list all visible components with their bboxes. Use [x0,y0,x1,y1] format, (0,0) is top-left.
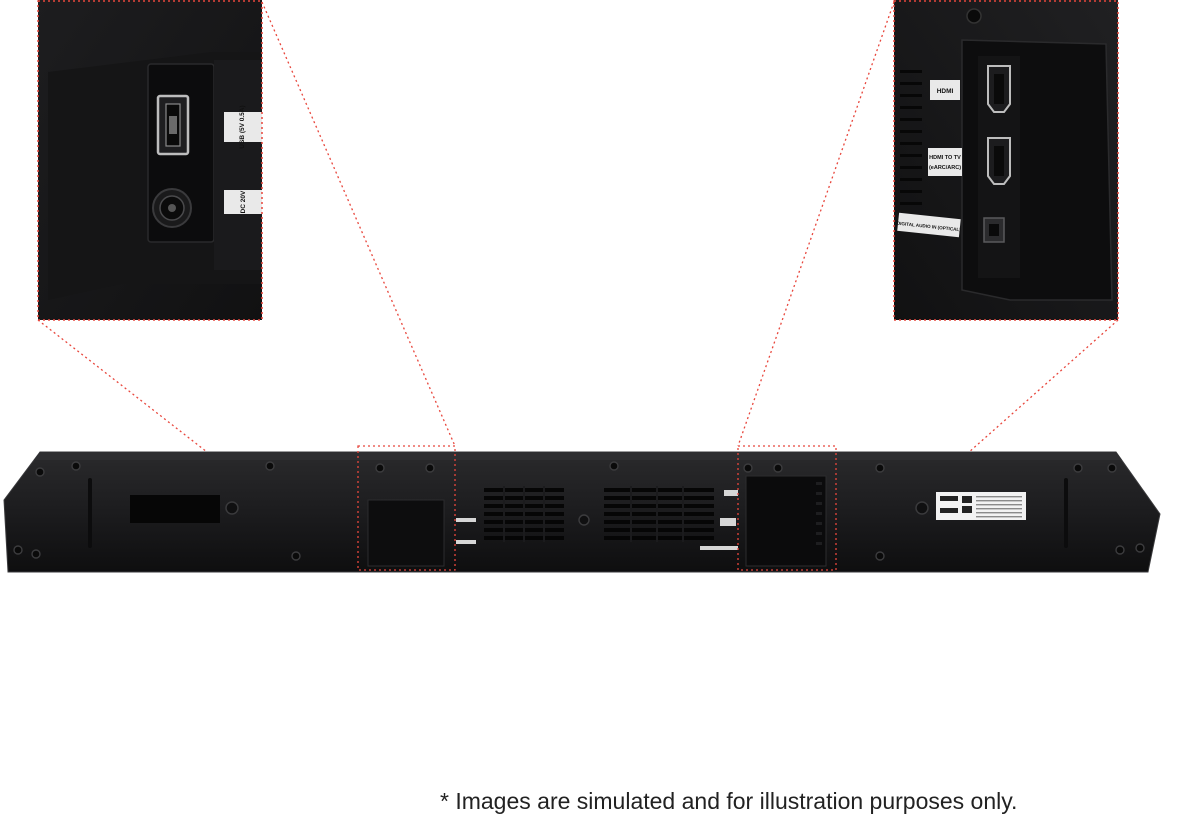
hdmi-arc-tag-mini [720,518,736,526]
usb-tag-mini [456,518,476,522]
hdmi-arc-label-line2: (eARC/ARC) [929,165,961,171]
rating-sticker [936,492,1026,520]
optical-port-icon [983,217,1005,243]
power-label-tag: DC 20V [224,190,262,214]
mount-hole-icon [225,501,239,515]
vent-grille-right [604,488,714,540]
usb-label-tag: USB (5V 0.5A) [224,105,262,149]
right-zoom-border [893,0,1119,321]
right-zoom-panel: HDMI HDMI TO TV (eARC/ARC) DIGITAL AUDIO… [893,0,1119,321]
screws [13,461,1145,561]
hdmi-arc-label-line1: HDMI TO TV [929,155,961,161]
disclaimer-text: * Images are simulated and for illustrat… [440,788,1018,814]
left-port-area [367,499,445,567]
hdmi-tag-mini [724,490,738,496]
vent-slits [900,70,922,205]
left-callout-box [357,445,456,571]
hdmi-arc-label-tag: HDMI TO TV (eARC/ARC) [928,148,962,176]
usb-port-icon [156,94,190,156]
optical-label: DIGITAL AUDIO IN (OPTICAL) [897,221,962,233]
center-screw-icon [578,514,590,526]
screw-icon [966,8,982,24]
hdmi-label-tag: HDMI [930,80,960,100]
power-label: DC 20V [240,190,247,213]
right-callout-box [737,445,837,571]
mount-hole-right-icon [915,501,929,515]
callout-lines [37,1,1119,571]
optical-label-tag: DIGITAL AUDIO IN (OPTICAL) [897,212,962,238]
power-jack-icon [152,188,192,228]
right-ridge [1064,478,1068,548]
mounting-slot [130,495,220,523]
optical-tag-mini [700,546,738,550]
right-port-area [745,475,827,567]
usb-label: USB (5V 0.5A) [239,105,246,148]
left-ridge [88,478,92,548]
left-zoom-border [37,0,263,321]
hdmi-label: HDMI [937,88,954,95]
dc-tag-mini [456,540,476,544]
hdmi-arc-port-icon [987,137,1011,185]
left-zoom-panel: USB (5V 0.5A) DC 20V [37,0,263,321]
soundbar-body [3,445,1161,573]
hdmi-port-icon [987,65,1011,113]
